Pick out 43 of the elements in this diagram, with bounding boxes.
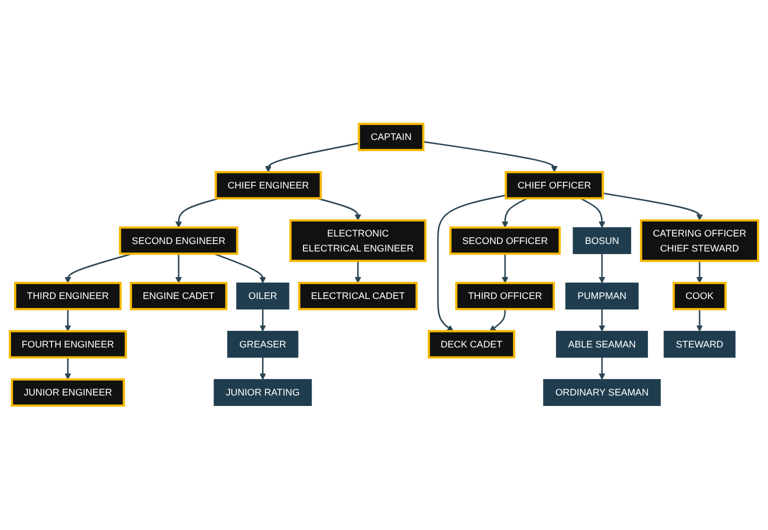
arrow [502,254,508,284]
node-box: ELECTRICAL CADET [298,282,418,310]
node-box: ELECTRONIC ELECTRICAL ENGINEER [289,220,426,262]
node-box: SECOND OFFICER [449,226,561,256]
arrow [423,141,558,173]
node-box: JUNIOR ENGINEER [10,378,125,407]
node-box: GREASER [227,331,298,358]
arrow [265,142,360,173]
node-box: STEWARD [664,331,736,358]
arrow [214,253,266,284]
node-box: COOK [672,282,727,310]
node-box: JUNIOR RATING [214,379,312,406]
node-box: CAPTAIN [358,123,424,152]
node-box: ORDINARY SEAMAN [543,379,661,406]
arrow [602,192,703,221]
arrow [64,358,72,380]
node-box: SECOND ENGINEER [118,226,238,256]
arrow [598,254,606,284]
arrow [175,254,182,284]
node-box: DECK CADET [428,330,516,359]
node-box: FOURTH ENGINEER [8,330,127,359]
node-box: CHIEF OFFICER [504,171,604,200]
arrow [175,198,220,228]
arrow [696,261,703,284]
node-box: CHIEF ENGINEER [214,171,322,200]
node-box: PUMPMAN [565,282,639,310]
arrow [489,309,506,332]
arrow [598,309,606,332]
node-box: THIRD ENGINEER [14,282,122,310]
arrow [354,261,362,284]
node-box: ENGINE CADET [130,282,228,310]
arrow [64,309,72,332]
arrow [316,198,362,221]
node-box: BOSUN [572,227,632,254]
node-box: CATERING OFFICER CHIEF STEWARD [640,220,760,262]
arrow [696,309,703,332]
node-box: OILER [236,282,290,310]
arrow [260,309,266,332]
arrow [437,194,506,332]
node-box: ABLE SEAMAN [556,331,648,358]
arrow [598,358,606,380]
arrow [260,358,266,380]
node-box: THIRD OFFICER [455,282,555,310]
